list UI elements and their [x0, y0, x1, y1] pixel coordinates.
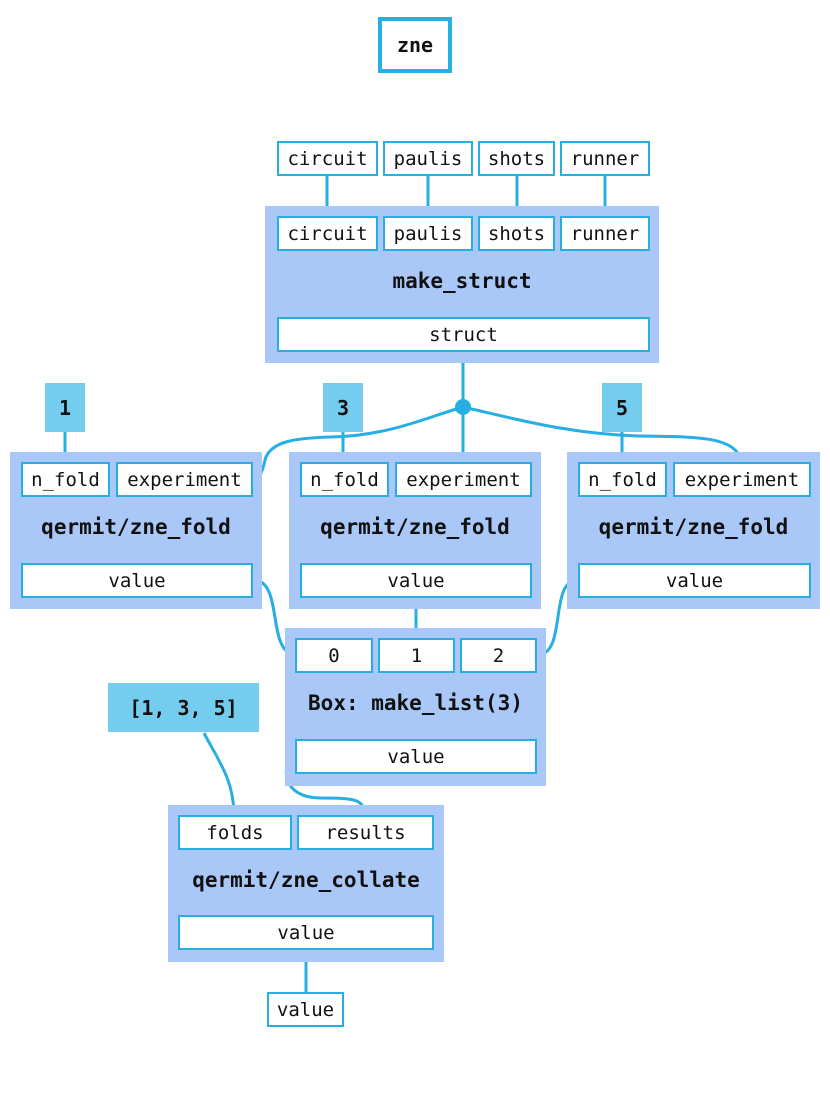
zne-fold-2-output-value[interactable]: value: [300, 563, 532, 598]
zne-fold-3-label: qermit/zne_fold: [598, 515, 789, 539]
zne-fold-2-input-experiment[interactable]: experiment: [395, 462, 532, 497]
make-struct-label: make_struct: [392, 269, 532, 293]
zne-collate-label: qermit/zne_collate: [192, 868, 420, 892]
make-list-input-2[interactable]: 2: [460, 638, 537, 673]
zne-fold-2-input-n-fold[interactable]: n_fold: [300, 462, 389, 497]
make-struct-input-shots[interactable]: shots: [478, 216, 555, 251]
make-list-input-1[interactable]: 1: [378, 638, 455, 673]
zne-fold-1-output-value[interactable]: value: [21, 563, 253, 598]
constant-3[interactable]: 3: [323, 383, 363, 432]
make-list-label: Box: make_list(3): [308, 691, 523, 715]
zne-collate-input-results[interactable]: results: [297, 815, 434, 850]
edge-folds: [202, 732, 236, 816]
zne-fold-2-label: qermit/zne_fold: [320, 515, 510, 539]
make-struct-output-struct[interactable]: struct: [277, 317, 650, 352]
edge-experiment-3: [462, 405, 744, 463]
zne-collate-output-value[interactable]: value: [178, 915, 434, 950]
graph-input-runner[interactable]: runner: [560, 141, 650, 176]
make-list-input-0[interactable]: 0: [295, 638, 373, 673]
zne-collate-input-folds[interactable]: folds: [178, 815, 292, 850]
zne-fold-3-input-n-fold[interactable]: n_fold: [578, 462, 667, 497]
zne-fold-1-input-n-fold[interactable]: n_fold: [21, 462, 110, 497]
graph-title: zne: [378, 17, 452, 73]
constant-1[interactable]: 1: [45, 383, 85, 432]
zne-fold-3-output-value[interactable]: value: [578, 563, 811, 598]
graph-input-paulis[interactable]: paulis: [383, 141, 473, 176]
zne-fold-1-input-experiment[interactable]: experiment: [116, 462, 253, 497]
make-struct-input-circuit[interactable]: circuit: [277, 216, 378, 251]
constant-5[interactable]: 5: [602, 383, 642, 432]
zne-fold-1-label: qermit/zne_fold: [41, 515, 231, 539]
graph-output-value[interactable]: value: [267, 992, 344, 1027]
make-list-output-value[interactable]: value: [295, 739, 537, 774]
constant-folds-list[interactable]: [1, 3, 5]: [108, 683, 259, 732]
graph-input-circuit[interactable]: circuit: [277, 141, 378, 176]
graph-input-shots[interactable]: shots: [478, 141, 555, 176]
zne-fold-3-input-experiment[interactable]: experiment: [673, 462, 811, 497]
make-struct-input-runner[interactable]: runner: [560, 216, 650, 251]
make-struct-input-paulis[interactable]: paulis: [383, 216, 473, 251]
